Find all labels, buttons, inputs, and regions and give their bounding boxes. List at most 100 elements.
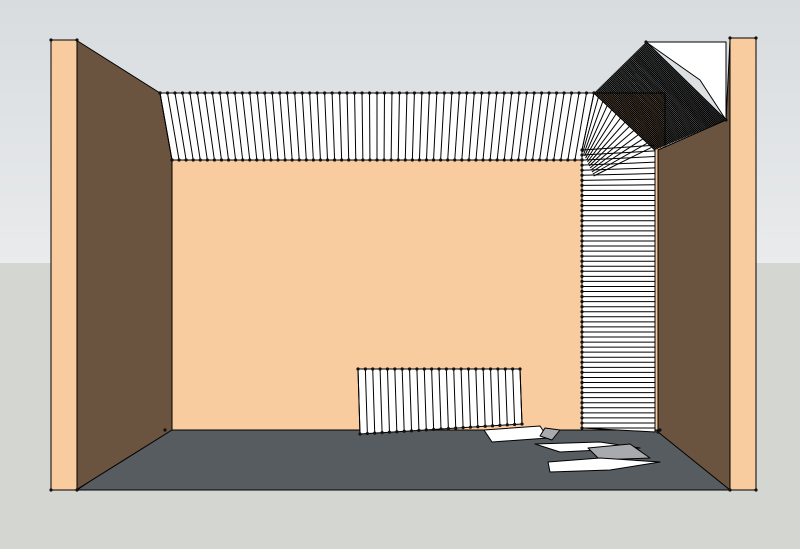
vertex-point bbox=[212, 158, 217, 162]
vertex-point bbox=[318, 158, 323, 162]
vertex-point bbox=[375, 158, 379, 162]
vertex-point bbox=[460, 158, 464, 162]
corner-slat bbox=[636, 50, 715, 126]
corner-slat bbox=[642, 44, 723, 123]
ceiling-slat bbox=[316, 92, 321, 161]
ceiling-slat bbox=[447, 92, 453, 161]
board-slat bbox=[386, 368, 390, 433]
vertex-point bbox=[255, 91, 259, 95]
corner-slat bbox=[628, 58, 703, 131]
vertex-point bbox=[728, 488, 732, 492]
board-slat bbox=[357, 368, 361, 435]
vertex-point bbox=[580, 421, 584, 425]
corner-slat bbox=[616, 70, 687, 138]
vertex-point bbox=[580, 259, 584, 263]
vertex-point bbox=[432, 427, 436, 432]
vertex-point bbox=[580, 345, 584, 349]
corner-slat bbox=[644, 42, 725, 122]
corner-slat bbox=[626, 60, 700, 132]
vertex-point bbox=[505, 423, 509, 427]
wall-slat bbox=[581, 156, 656, 161]
vertex-point bbox=[547, 91, 551, 95]
corner-slat bbox=[613, 73, 683, 140]
corner-slat bbox=[607, 78, 675, 143]
ceiling-slat bbox=[324, 92, 329, 161]
corner-slat bbox=[621, 64, 694, 135]
vertex-point bbox=[437, 367, 441, 371]
vertex-point bbox=[513, 422, 517, 427]
ceiling-slat bbox=[546, 92, 558, 161]
vertex-point bbox=[580, 305, 584, 309]
vertex-point bbox=[371, 367, 375, 371]
ceiling-slat bbox=[346, 92, 350, 161]
ceiling-slat bbox=[286, 92, 293, 161]
vertex-point bbox=[356, 367, 360, 371]
vertex-point bbox=[158, 91, 162, 95]
vertex-point bbox=[580, 284, 584, 289]
corner-slat bbox=[627, 59, 702, 132]
vertex-point bbox=[405, 91, 409, 95]
ceiling-slat bbox=[532, 92, 543, 161]
corner-slat bbox=[624, 61, 699, 133]
vertex-point bbox=[184, 158, 188, 162]
vertex-point bbox=[580, 365, 584, 369]
board-slat bbox=[401, 368, 405, 432]
vertex-point bbox=[481, 367, 485, 371]
board-slat bbox=[512, 368, 516, 425]
vertex-point bbox=[248, 158, 252, 162]
corner-slat bbox=[609, 76, 678, 142]
right-wall-front bbox=[729, 37, 757, 491]
vertex-point bbox=[417, 158, 422, 162]
vertex-point bbox=[480, 91, 484, 95]
vertex-point bbox=[163, 428, 167, 432]
vertex-point bbox=[577, 91, 581, 95]
left-wall-front bbox=[50, 39, 78, 491]
vertex-point bbox=[580, 229, 584, 233]
vertex-point bbox=[410, 158, 414, 162]
vertex-point bbox=[453, 158, 457, 162]
vertex-point bbox=[285, 91, 289, 95]
vertex-point bbox=[234, 158, 238, 162]
wall-slat-diagonal bbox=[587, 122, 626, 165]
vertex-point bbox=[358, 432, 362, 436]
vertex-point bbox=[502, 158, 506, 162]
vertex-point bbox=[382, 158, 386, 162]
vertex-point bbox=[315, 91, 319, 95]
right-wall-slat-panel[interactable] bbox=[581, 92, 656, 433]
vertex-point bbox=[323, 91, 327, 95]
vertex-point bbox=[262, 158, 266, 162]
vertex-point bbox=[476, 425, 480, 429]
vertex-point bbox=[308, 91, 312, 95]
vertex-point bbox=[332, 158, 337, 162]
ceiling-slat-panel[interactable] bbox=[159, 92, 595, 161]
vertex-point bbox=[397, 91, 402, 95]
vertex-point bbox=[345, 91, 349, 95]
vertex-point bbox=[580, 426, 584, 430]
vertex-point bbox=[424, 158, 429, 162]
vertex-point bbox=[754, 488, 758, 492]
corner-slat bbox=[604, 81, 671, 145]
vertex-point bbox=[658, 428, 662, 432]
corner-slat bbox=[630, 56, 706, 130]
board-slat bbox=[504, 368, 508, 425]
vertex-point bbox=[474, 158, 478, 162]
vertex-point bbox=[580, 178, 584, 182]
loose-floor-pieces[interactable] bbox=[483, 425, 661, 473]
vertex-point bbox=[580, 406, 584, 410]
vertex-point bbox=[387, 430, 392, 434]
vertex-point bbox=[49, 488, 53, 492]
corner-slat bbox=[618, 68, 690, 137]
ceiling-slat bbox=[331, 92, 336, 161]
vertex-point bbox=[532, 91, 536, 95]
vertex-point bbox=[304, 158, 308, 162]
ceiling-slat bbox=[294, 92, 300, 161]
vertex-point bbox=[170, 158, 174, 162]
vertex-point bbox=[435, 91, 439, 95]
vertex-point bbox=[203, 91, 207, 95]
freestanding-slat-board[interactable] bbox=[357, 368, 523, 435]
vertex-point bbox=[431, 158, 436, 162]
corner-slat bbox=[593, 92, 656, 151]
vertex-point bbox=[580, 355, 584, 359]
vertex-point bbox=[409, 429, 414, 433]
